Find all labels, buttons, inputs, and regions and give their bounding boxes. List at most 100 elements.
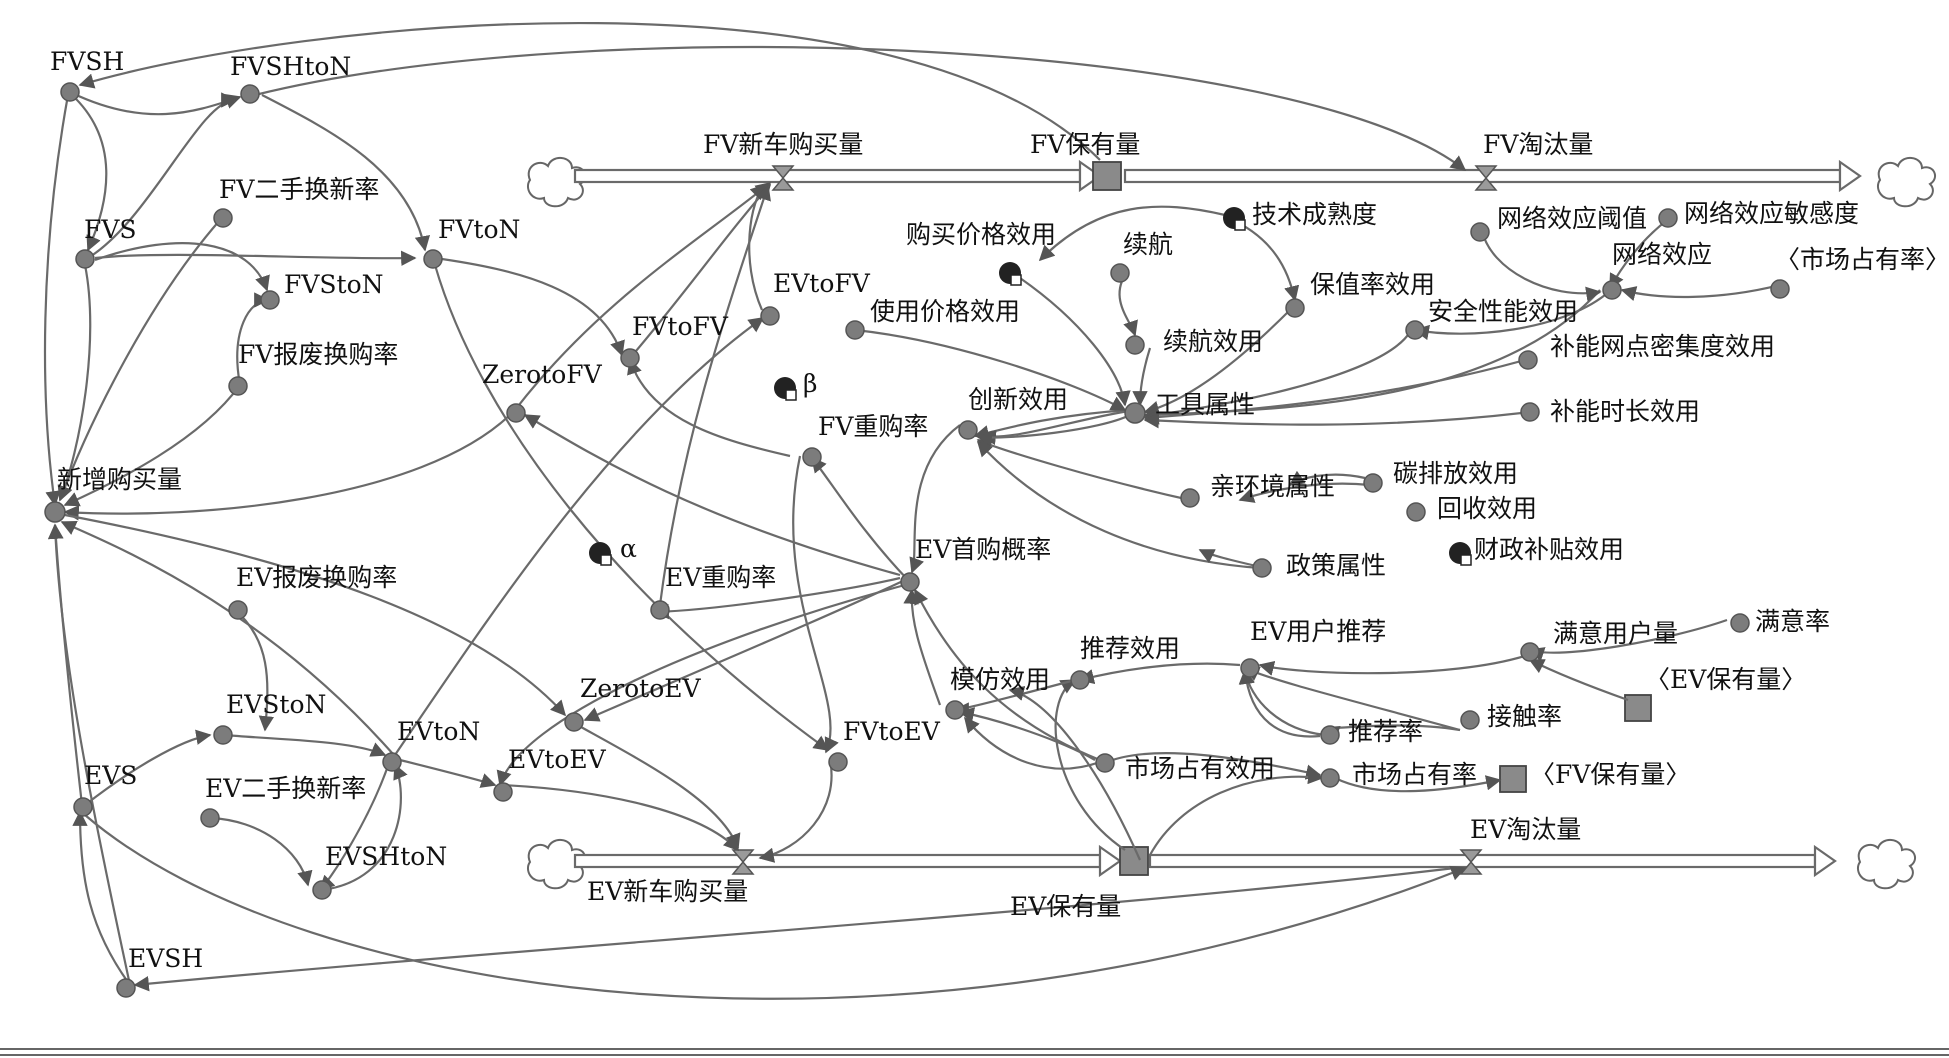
network-effect-dot[interactable] (1602, 280, 1622, 300)
range-dot[interactable] (1110, 263, 1130, 283)
label-alpha: α (620, 534, 637, 563)
label-fv-second-hand-rate: FV二手换新率 (219, 175, 379, 204)
label-tech-maturity: 技术成熟度 (1252, 200, 1377, 229)
fv-second-hand-rate-dot[interactable] (213, 208, 233, 228)
ev-second-hand-rate-dot[interactable] (200, 808, 220, 828)
satisfied-users-dot[interactable] (1520, 642, 1540, 662)
recommend-rate-dot[interactable] (1320, 725, 1340, 745)
label-resale-utility: 保值率效用 (1310, 270, 1435, 299)
ev-first-prob-dot[interactable] (900, 572, 920, 592)
network-threshold-dot[interactable] (1470, 222, 1490, 242)
range-utility-dot[interactable] (1125, 335, 1145, 355)
carbon-utility-dot[interactable] (1363, 473, 1383, 493)
fvshton-dot[interactable] (240, 84, 260, 104)
fv-stock-shadow-box[interactable] (1499, 765, 1527, 793)
evshton-dot[interactable] (312, 880, 332, 900)
variable-dots (44, 82, 1790, 998)
label-fv-retire: FV淘汰量 (1483, 130, 1593, 159)
label-fvs: FVS (84, 215, 137, 244)
ev-scrap-rate-dot[interactable] (228, 600, 248, 620)
fv-new-purchase-valve[interactable] (771, 165, 795, 191)
label-ev-second-hand-rate: EV二手换新率 (205, 774, 366, 803)
tool-attr-dot[interactable] (1124, 402, 1146, 424)
imitation-utility-dot[interactable] (945, 700, 965, 720)
recycle-utility-dot[interactable] (1406, 502, 1426, 522)
fvtoev-dot[interactable] (828, 752, 848, 772)
satisfaction-rate-dot[interactable] (1730, 613, 1750, 633)
ev-stock-box[interactable] (1119, 846, 1149, 876)
resale-utility-dot[interactable] (1285, 298, 1305, 318)
label-zerotofv: ZerotoFV (482, 360, 603, 389)
evtofv-dot[interactable] (760, 306, 780, 326)
tech-maturity-lock-icon[interactable] (1223, 207, 1246, 231)
label-ev-first-prob: EV首购概率 (915, 535, 1051, 564)
new-purchase-dot[interactable] (44, 501, 66, 523)
cloud-sink-fv (1876, 157, 1937, 208)
zerotofv-dot[interactable] (506, 403, 526, 423)
ev-stock-shadow-box[interactable] (1624, 694, 1652, 722)
fvton-dot[interactable] (423, 249, 443, 269)
evton-dot[interactable] (382, 752, 402, 772)
evs-dot[interactable] (73, 797, 93, 817)
label-recommend-rate: 推荐率 (1348, 717, 1423, 746)
contact-rate-dot[interactable] (1460, 710, 1480, 730)
label-satisfied-users: 满意用户量 (1553, 619, 1678, 648)
label-ev-scrap-rate: EV报废换购率 (236, 563, 397, 592)
market-share-shadow-dot[interactable] (1770, 279, 1790, 299)
fvsh-dot[interactable] (60, 82, 80, 102)
label-policy-attr: 政策属性 (1286, 551, 1386, 580)
label-buy-price-utility: 购买价格效用 (906, 220, 1056, 249)
subsidy-utility-lock-icon[interactable] (1449, 542, 1472, 566)
fvtofv-dot[interactable] (620, 348, 640, 368)
label-innovation-utility: 创新效用 (968, 385, 1068, 414)
labels: FVSH FVSHtoN FVS FV二手换新率 FVStoN FVtoN FV… (50, 47, 1949, 973)
label-evtoev: EVtoEV (508, 745, 607, 774)
eco-attr-dot[interactable] (1180, 488, 1200, 508)
beta-lock-icon[interactable] (774, 377, 797, 401)
label-charge-time: 补能时长效用 (1550, 397, 1700, 426)
label-evshton: EVSHtoN (325, 842, 447, 871)
alpha-lock-icon[interactable] (589, 542, 612, 566)
fvs-dot[interactable] (75, 249, 95, 269)
label-ev-user-recommend: EV用户推荐 (1250, 617, 1386, 646)
fv-scrap-rate-dot[interactable] (228, 376, 248, 396)
innovation-utility-dot[interactable] (958, 420, 978, 440)
label-new-purchase: 新增购买量 (57, 465, 182, 494)
ev-flow-pipe (573, 844, 1837, 878)
charge-time-dot[interactable] (1520, 402, 1540, 422)
ev-new-purchase-valve[interactable] (731, 849, 755, 875)
label-safety-utility: 安全性能效用 (1428, 297, 1578, 326)
market-share-dot[interactable] (1320, 768, 1340, 788)
label-fvtofv: FVtoFV (632, 312, 729, 341)
evtoev-dot[interactable] (493, 782, 513, 802)
market-share-utility-dot[interactable] (1095, 753, 1115, 773)
label-subsidy-utility: 财政补贴效用 (1474, 535, 1624, 564)
label-evsh: EVSH (128, 944, 203, 973)
label-evs: EVS (84, 761, 137, 790)
ev-user-recommend-dot[interactable] (1240, 658, 1260, 678)
station-density-dot[interactable] (1518, 350, 1538, 370)
use-price-utility-dot[interactable] (845, 320, 865, 340)
label-fvtoev: FVtoEV (843, 717, 941, 746)
evston-dot[interactable] (213, 725, 233, 745)
fvston-dot[interactable] (260, 290, 280, 310)
label-range-utility: 续航效用 (1163, 327, 1263, 356)
label-fvshton: FVSHtoN (230, 52, 351, 81)
fv-retire-valve[interactable] (1474, 165, 1498, 191)
ev-repurchase-dot[interactable] (650, 600, 670, 620)
fv-stock-box[interactable] (1092, 161, 1122, 191)
label-fv-repurchase: FV重购率 (818, 412, 928, 441)
evsh-dot[interactable] (116, 978, 136, 998)
zerotoev-dot[interactable] (564, 712, 584, 732)
label-ev-repurchase: EV重购率 (665, 563, 776, 592)
fv-repurchase-dot[interactable] (802, 447, 822, 467)
buy-price-utility-lock-icon[interactable] (999, 262, 1022, 286)
label-beta: β (803, 369, 817, 398)
recommend-utility-dot[interactable] (1070, 670, 1090, 690)
label-network-sensitivity: 网络效应敏感度 (1684, 199, 1859, 228)
network-sensitivity-dot[interactable] (1658, 208, 1678, 228)
safety-utility-dot[interactable] (1405, 320, 1425, 340)
label-tool-attr: 工具属性 (1155, 390, 1255, 419)
policy-attr-dot[interactable] (1252, 558, 1272, 578)
